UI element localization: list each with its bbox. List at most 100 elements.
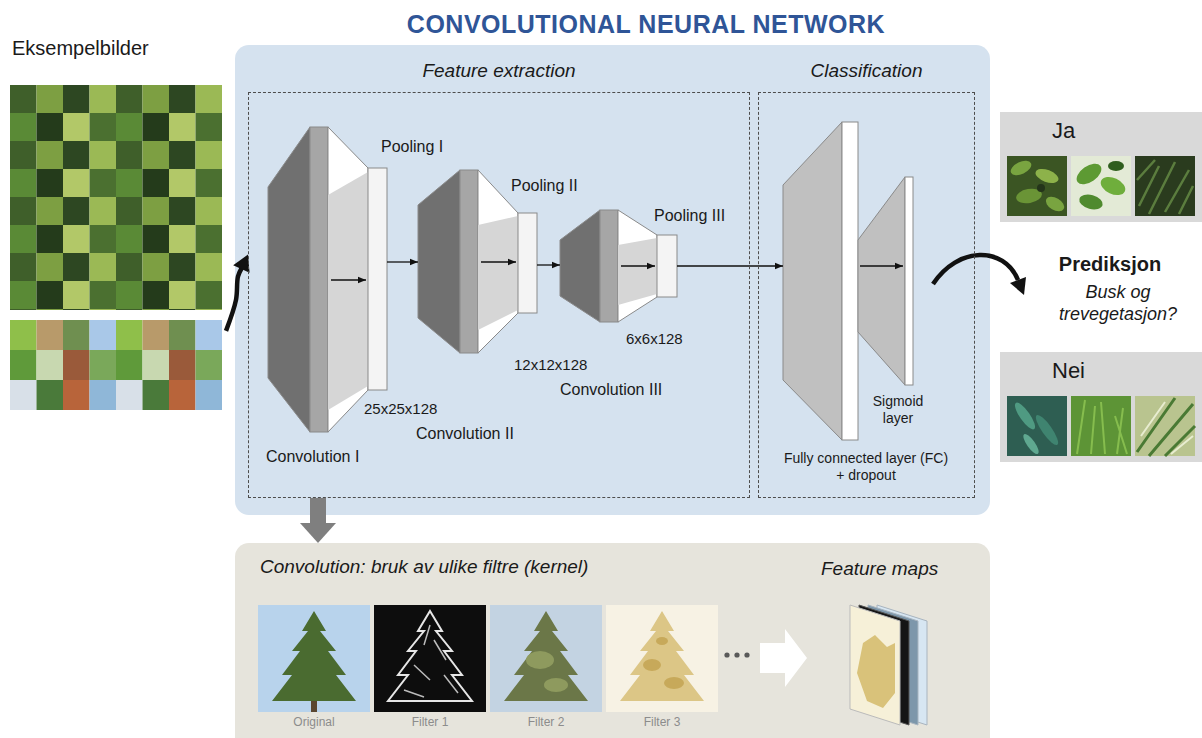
smooth-filter-image (526, 651, 554, 669)
connector-line (310, 498, 326, 525)
feature-map-stack (850, 605, 927, 725)
layer-name: Pooling I (381, 137, 443, 156)
prediction-arrow (933, 255, 1026, 295)
leaf-photo (1071, 156, 1131, 216)
convolution-block (310, 127, 328, 432)
layer-name: Sigmoid layer (866, 393, 930, 427)
convolution-block (268, 127, 387, 432)
grass-photo (1077, 400, 1127, 454)
prediction-arrow (1010, 277, 1026, 295)
dense-block (783, 122, 913, 440)
tree-photo (258, 605, 370, 712)
edge-filter-image (404, 625, 458, 697)
layer-name: Convolution II (416, 424, 514, 443)
leaf-photo (1033, 412, 1062, 447)
block-arrow (760, 629, 807, 687)
example-images: Eksempelbilder (8, 36, 226, 414)
dense-block (842, 122, 858, 440)
layer-name: Pooling II (511, 176, 578, 195)
smooth-filter-image (504, 611, 588, 701)
convolution-block (478, 170, 518, 353)
convolution-block (560, 210, 600, 322)
color-filter-image (606, 605, 718, 712)
class-name: Ja (1052, 118, 1075, 144)
dimension: 6x6x128 (626, 330, 683, 348)
layer-name: Convolution III (560, 380, 662, 399)
color-filter-image (664, 677, 684, 689)
leaf-photo (1071, 156, 1131, 216)
example-mosaic (10, 320, 222, 410)
network-panel (235, 45, 990, 515)
dimension: 12x12x128 (514, 356, 587, 374)
positive-photos (1000, 112, 1202, 222)
edge-filter-image (374, 605, 486, 712)
color-filter-image (643, 659, 661, 671)
convolution-block (560, 210, 677, 322)
flow-arrow (331, 262, 903, 280)
leaf-photo (1108, 161, 1124, 171)
convolution-block (368, 168, 387, 390)
stage-heading: Classification (759, 60, 974, 83)
ellipsis-dots (724, 652, 729, 657)
grass-photo (1071, 396, 1131, 456)
layer-name: Pooling III (654, 206, 725, 225)
flow-arrow (387, 261, 418, 262)
panel-heading: Feature maps (821, 558, 938, 581)
dense-block (858, 177, 905, 385)
smooth-filter-image (544, 678, 568, 692)
connector-line (226, 268, 242, 331)
flow-arrow (331, 279, 366, 280)
convolution-block (418, 170, 537, 353)
flow-arrow (481, 261, 516, 262)
panel-heading: Convolution: bruk av ulike filtre (kerne… (260, 556, 588, 579)
dense-block (905, 177, 913, 385)
diagram-title: CONVOLUTIONAL NEURAL NETWORK (346, 9, 946, 39)
grass-photo (1071, 396, 1131, 456)
convolution-block (268, 127, 310, 432)
layer-name: Convolution I (266, 447, 359, 466)
leaf-photo (1007, 396, 1067, 456)
edge-filter-image (388, 611, 472, 701)
convolution-block (418, 170, 460, 353)
ellipsis-dots (734, 652, 739, 657)
detail-arrow (300, 498, 336, 543)
color-filter-image (620, 611, 704, 701)
edge-filter-image (374, 605, 486, 712)
leaf-photo (1007, 156, 1067, 216)
convolution-block (618, 210, 657, 322)
needle-photo (1135, 156, 1195, 216)
needle-photo (1137, 160, 1193, 214)
convolution-block (478, 216, 518, 330)
smooth-filter-image (490, 605, 602, 712)
class-box: Nei (1000, 352, 1202, 462)
prediction-arrow (933, 255, 1018, 284)
stage-heading: Feature extraction (249, 60, 749, 83)
flow-arrow (860, 265, 903, 266)
ellipsis-dots (744, 652, 749, 657)
flow-arrow (537, 264, 560, 265)
dense-block (783, 122, 842, 440)
feature-map-stack (857, 635, 895, 708)
convolution-block (657, 235, 677, 297)
layer-name: Fully connected layer (FC) + dropout (780, 450, 952, 484)
class-name: Nei (1052, 358, 1085, 384)
negative-photos (1000, 352, 1202, 462)
leaf-photo (1034, 166, 1061, 185)
leaf-photo (1012, 400, 1039, 432)
smooth-filter-image (490, 605, 602, 712)
convolution-block (328, 172, 368, 410)
ellipsis-dots (724, 652, 749, 657)
color-filter-image (606, 605, 718, 712)
stage-box: Feature extraction (248, 92, 750, 498)
grass-photo (1137, 398, 1195, 456)
leaf-photo (1008, 158, 1033, 178)
leaf-photo (1021, 432, 1041, 456)
convolution-block (460, 170, 478, 353)
tree-photo (272, 611, 356, 701)
leaf-photo (1007, 396, 1067, 456)
prediction-question: Busk og trevegetasjon? (1048, 282, 1188, 325)
convolution-block (518, 213, 537, 313)
color-filter-image (656, 637, 668, 645)
